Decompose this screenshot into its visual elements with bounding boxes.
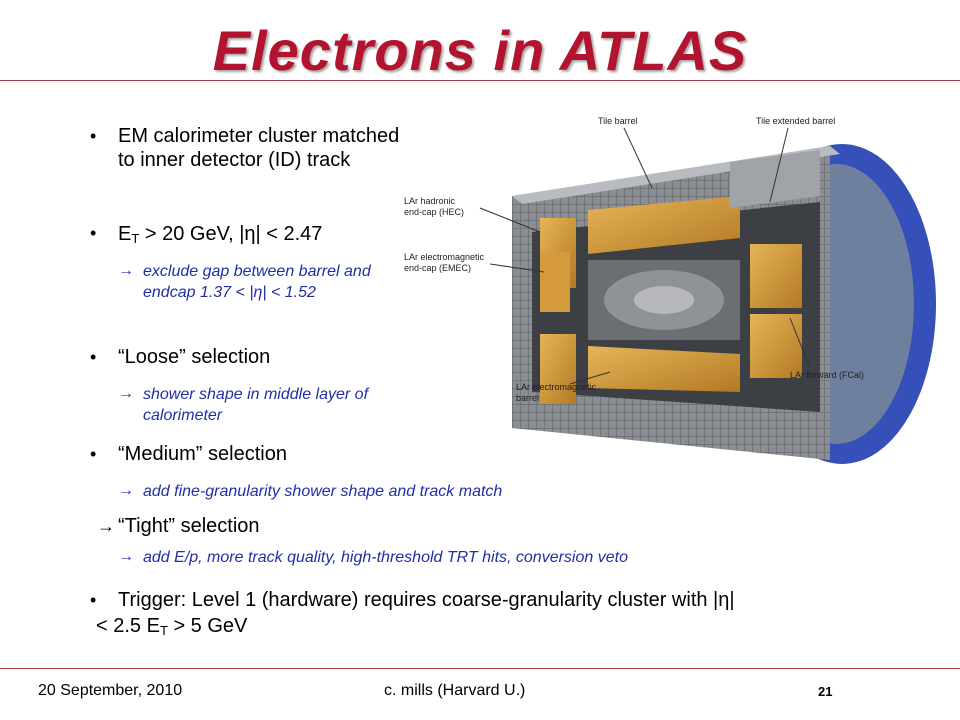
bullet-trigger-line1: Trigger: Level 1 (hardware) requires coa…: [118, 589, 735, 611]
em-barrel-top: [588, 196, 740, 254]
bullet-dot-3: •: [90, 347, 97, 367]
label-lar-hadronic-2: end-cap (HEC): [404, 207, 464, 217]
em-barrel-bottom: [588, 346, 740, 392]
bullet-em-cluster: EM calorimeter cluster matched to inner …: [118, 125, 400, 171]
leader-lines: [479, 127, 811, 385]
trigger-suffix: > 5 GeV: [167, 615, 248, 637]
bullet-dot-4: •: [90, 444, 97, 464]
atlas-calorimeter-diagram: Tile barrel Tile extended barrel LAr had…: [404, 116, 936, 464]
title-divider: [0, 80, 960, 81]
footer-author: c. mills (Harvard U.): [384, 682, 526, 699]
label-lar-em-endcap-1: LAr electromagnetic: [404, 252, 485, 262]
et-subscript: T: [131, 231, 140, 246]
bullet-dot-2: •: [90, 223, 97, 243]
label-lar-hadronic-1: LAr hadronic: [404, 196, 456, 206]
page-number: 21: [818, 684, 833, 699]
trigger-subscript: T: [159, 623, 168, 638]
sub-tight-criteria: add E/p, more track quality, high-thresh…: [143, 549, 628, 566]
label-tile-extended-barrel: Tile extended barrel: [756, 116, 835, 126]
arrow-2: →: [118, 385, 134, 402]
bullet-medium-selection: “Medium” selection: [118, 443, 287, 465]
label-lar-em-barrel-1: LAr electromagnetic: [516, 382, 597, 392]
bullet-dot-6: •: [90, 590, 97, 610]
et-suffix: > 20 GeV, |η| < 2.47: [139, 223, 323, 245]
footer-date: 20 September, 2010: [38, 682, 183, 699]
sub-medium-granularity: add fine-granularity shower shape and tr…: [143, 483, 503, 500]
arrow-4: →: [118, 548, 134, 565]
bullet-tight-selection: “Tight” selection: [118, 515, 260, 537]
arrow-3: →: [118, 482, 134, 499]
footer-divider: [0, 668, 960, 669]
slide-title: Electrons in ATLAS: [212, 19, 748, 82]
label-tile-barrel: Tile barrel: [598, 116, 638, 126]
arrow-1: →: [118, 262, 134, 279]
label-lar-em-endcap-2: end-cap (EMEC): [404, 263, 471, 273]
trigger-prefix: < 2.5 E: [96, 615, 160, 637]
label-lar-forward: LAr forward (FCal): [790, 370, 864, 380]
bullet-loose-selection: “Loose” selection: [118, 346, 271, 368]
arrow-tight-bullet: →: [97, 516, 115, 536]
bullet-dot-1: •: [90, 126, 97, 146]
label-lar-em-barrel-2: barrel: [516, 393, 539, 403]
sub-exclude-gap: exclude gap between barrel and endcap 1.…: [143, 263, 371, 301]
et-prefix: E: [118, 223, 132, 245]
bullet-et-threshold: ET > 20 GeV, |η| < 2.47: [118, 222, 408, 251]
bullet-trigger-line2: < 2.5 ET > 5 GeV: [96, 614, 247, 643]
sub-loose-shower: shower shape in middle layer of calorime…: [143, 386, 369, 424]
